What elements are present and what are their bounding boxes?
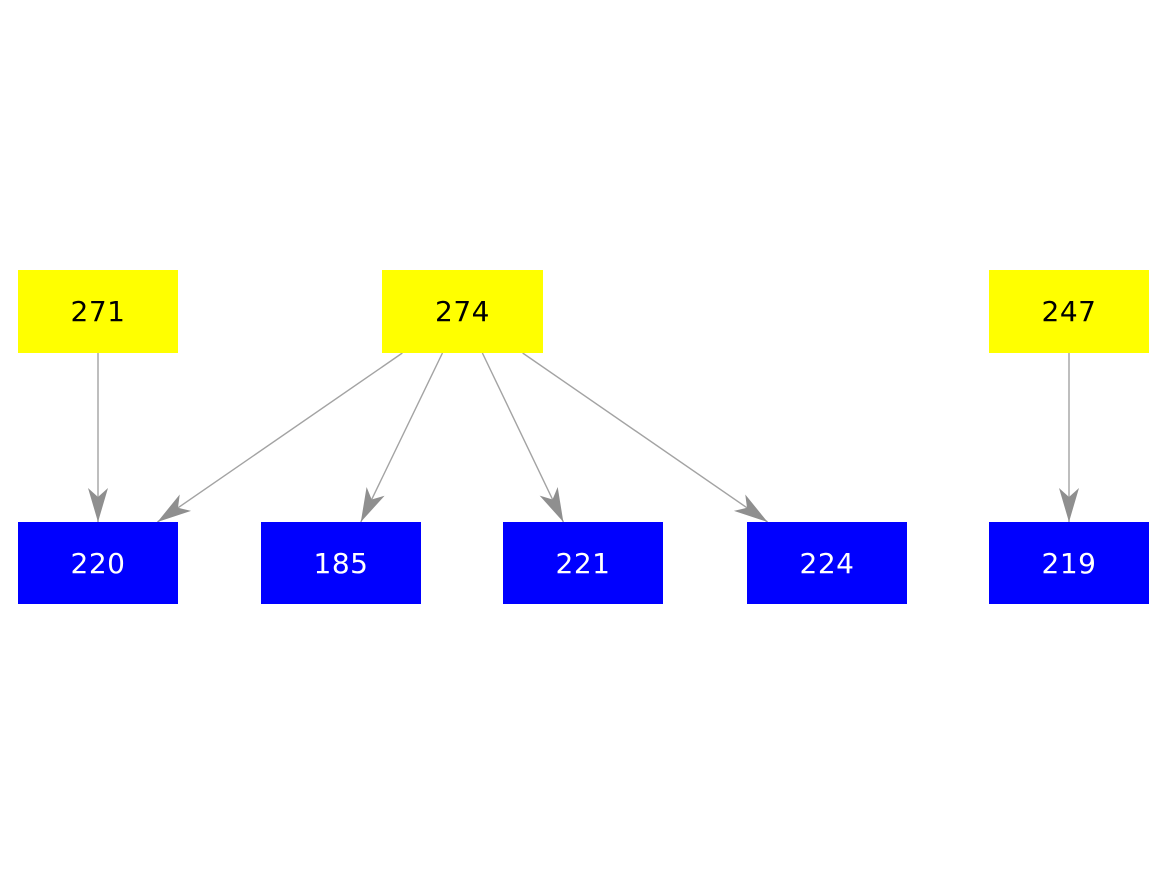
graph-node-219: 219 [989, 522, 1149, 604]
node-label: 219 [1041, 546, 1097, 580]
graph-node-274: 274 [382, 270, 543, 353]
node-label: 185 [313, 546, 369, 580]
node-label: 271 [70, 295, 126, 328]
graph-node-271: 271 [18, 270, 178, 353]
graph-node-220: 220 [18, 522, 178, 604]
graph-node-185: 185 [261, 522, 421, 604]
node-label: 274 [435, 295, 490, 328]
graph-node-224: 224 [747, 522, 907, 604]
node-label: 247 [1041, 295, 1097, 328]
node-label: 224 [799, 546, 855, 580]
graph-node-221: 221 [503, 522, 663, 604]
graph-node-247: 247 [989, 270, 1149, 353]
node-label: 221 [555, 546, 611, 580]
node-label: 220 [70, 546, 126, 580]
